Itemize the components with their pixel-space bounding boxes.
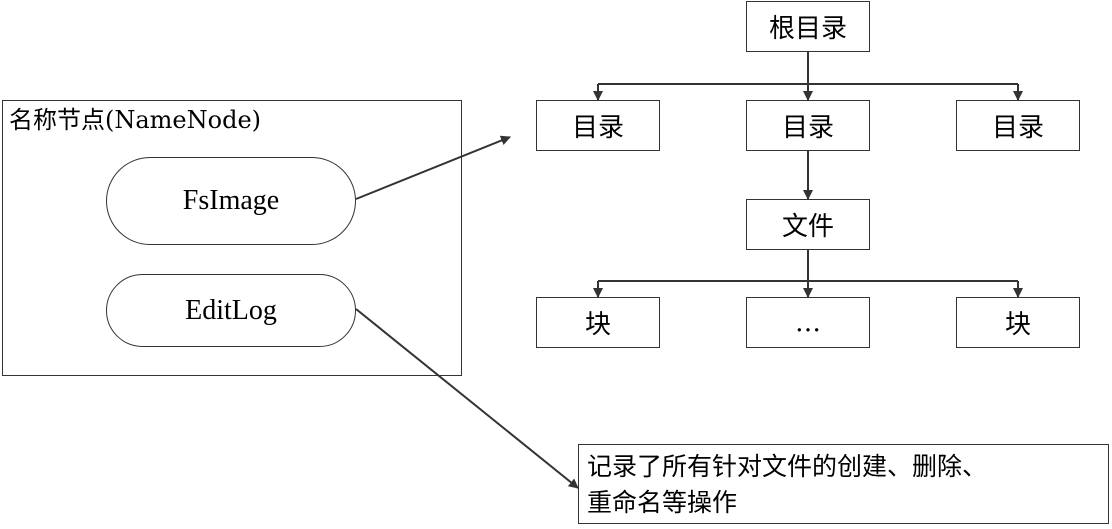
fsimage-node: FsImage: [106, 157, 356, 245]
block-node-left: 块: [536, 297, 660, 348]
editlog-to-note-arrow: [355, 308, 579, 489]
directory-node-right: 目录: [956, 100, 1080, 151]
namenode-title: 名称节点(NameNode): [9, 106, 262, 134]
editlog-note: 记录了所有针对文件的创建、删除、 重命名等操作: [578, 444, 1109, 524]
root-directory-node: 根目录: [746, 1, 870, 52]
file-node: 文件: [746, 199, 870, 250]
editlog-note-line-1: 记录了所有针对文件的创建、删除、: [587, 452, 988, 481]
editlog-node: EditLog: [106, 274, 356, 347]
directory-node-middle: 目录: [746, 100, 870, 151]
block-node-right: 块: [956, 297, 1080, 348]
editlog-note-line-2: 重命名等操作: [587, 488, 738, 517]
namenode-container: 名称节点(NameNode): [2, 100, 462, 376]
fsimage-to-tree-arrow: [355, 135, 511, 200]
block-node-ellipsis: …: [746, 297, 870, 348]
directory-node-left: 目录: [536, 100, 660, 151]
